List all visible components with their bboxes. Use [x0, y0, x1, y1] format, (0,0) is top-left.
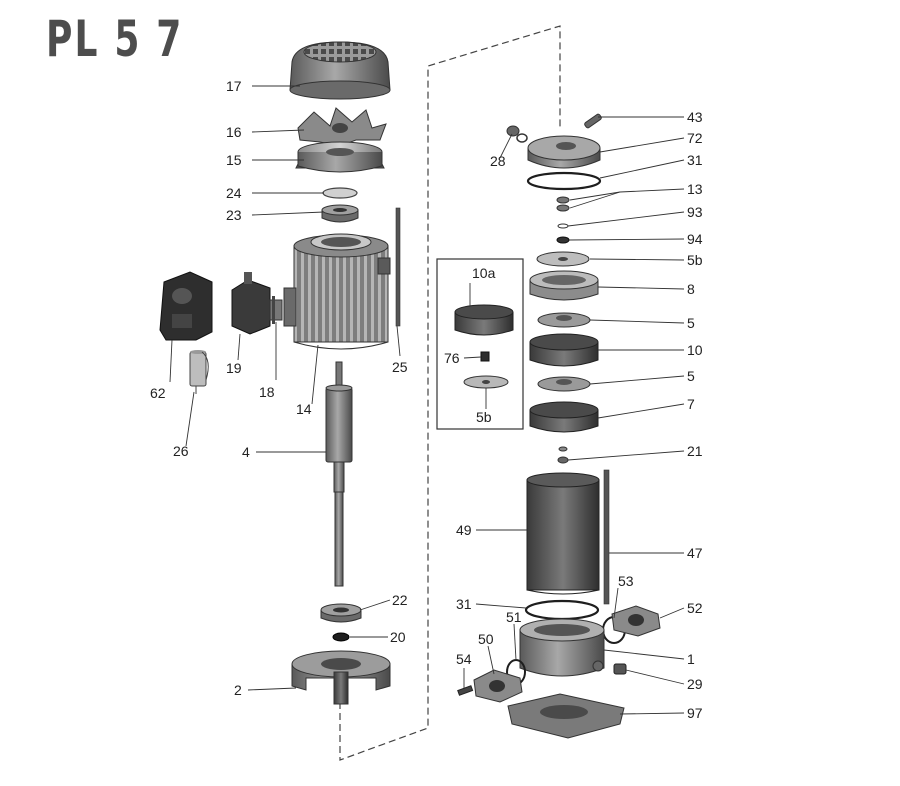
part-19-terminal-box — [231, 272, 271, 335]
label-28: 28 — [490, 153, 506, 169]
part-24-washer — [322, 187, 358, 199]
label-31-lower: 31 — [456, 596, 472, 612]
label-4: 4 — [242, 444, 250, 460]
inset-part-76-sleeve — [480, 351, 490, 362]
part-13-sleeves — [556, 196, 570, 212]
label-31-top: 31 — [687, 152, 703, 168]
part-49-outer-sleeve — [526, 472, 600, 595]
label-72: 72 — [687, 130, 703, 146]
part-22-bearing — [320, 603, 362, 623]
label-43: 43 — [687, 109, 703, 125]
label-21: 21 — [687, 443, 703, 459]
part-20-seal — [332, 632, 350, 642]
label-22: 22 — [392, 592, 408, 608]
inset-label-76: 76 — [444, 350, 460, 366]
label-5-upper: 5 — [687, 315, 695, 331]
label-49: 49 — [456, 522, 472, 538]
leader-lines — [169, 85, 685, 715]
label-15: 15 — [226, 152, 242, 168]
label-25: 25 — [392, 359, 408, 375]
part-7-bottom-casing — [529, 401, 599, 433]
diagram-title: PL 5 7 — [46, 10, 184, 68]
part-5b-impeller — [536, 251, 590, 267]
part-4-rotor-shaft — [325, 361, 353, 587]
inset-label-10a: 10a — [472, 265, 496, 281]
part-25-tie-rod — [395, 207, 401, 327]
part-93-circlip — [557, 223, 569, 229]
label-29: 29 — [687, 676, 703, 692]
part-54-bolt — [457, 685, 474, 696]
part-23-bearing — [321, 204, 359, 223]
label-23: 23 — [226, 207, 242, 223]
label-50: 50 — [478, 631, 494, 647]
inset-part-10a-casing — [454, 304, 514, 336]
label-54: 54 — [456, 651, 472, 667]
label-5b: 5b — [687, 252, 703, 268]
part-8-diffuser — [529, 270, 599, 301]
label-8: 8 — [687, 281, 695, 297]
label-47: 47 — [687, 545, 703, 561]
label-52: 52 — [687, 600, 703, 616]
part-52-flange — [611, 605, 661, 637]
label-97: 97 — [687, 705, 703, 721]
inset-box — [436, 258, 524, 430]
part-18-terminal-block — [269, 296, 283, 324]
part-5-impeller-upper — [537, 312, 591, 328]
part-43-screw — [584, 113, 602, 129]
part-31-o-ring-top — [526, 171, 602, 191]
part-14-motor-stator — [283, 233, 391, 350]
part-15-end-shield — [295, 141, 385, 173]
label-14: 14 — [296, 401, 312, 417]
label-93: 93 — [687, 204, 703, 220]
label-51: 51 — [506, 609, 522, 625]
inset-label-5b: 5b — [476, 409, 492, 425]
part-28-plug — [506, 125, 528, 143]
part-50-flange — [473, 669, 523, 703]
label-18: 18 — [259, 384, 275, 400]
label-94: 94 — [687, 231, 703, 247]
part-26-capacitor — [189, 350, 209, 394]
part-5-impeller-lower — [537, 376, 591, 392]
label-24: 24 — [226, 185, 242, 201]
label-2: 2 — [234, 682, 242, 698]
label-1: 1 — [687, 651, 695, 667]
label-20: 20 — [390, 629, 406, 645]
label-26: 26 — [173, 443, 189, 459]
label-10: 10 — [687, 342, 703, 358]
label-13: 13 — [687, 181, 703, 197]
part-21-nut — [557, 446, 569, 464]
part-29-drain-plug — [613, 663, 627, 675]
label-7: 7 — [687, 396, 695, 412]
part-16-fan — [297, 107, 387, 147]
part-47-tie-rod — [603, 469, 610, 605]
part-94-spacer — [556, 236, 570, 244]
part-17-fan-cover — [289, 41, 391, 100]
label-5-lower: 5 — [687, 368, 695, 384]
label-16: 16 — [226, 124, 242, 140]
label-53: 53 — [618, 573, 634, 589]
part-31-o-ring-lower — [524, 599, 600, 621]
inset-part-5b-impeller — [463, 375, 509, 389]
label-19: 19 — [226, 360, 242, 376]
part-2-bracket — [291, 650, 391, 705]
alignment-dashed-line — [339, 25, 561, 761]
label-17: 17 — [226, 78, 242, 94]
part-97-base-plate — [507, 693, 625, 739]
label-62: 62 — [150, 385, 166, 401]
part-62-terminal-cover — [159, 271, 213, 341]
part-10-stage-casing — [529, 333, 599, 367]
part-72-pump-head — [527, 135, 601, 169]
part-1-pump-base — [519, 618, 605, 677]
